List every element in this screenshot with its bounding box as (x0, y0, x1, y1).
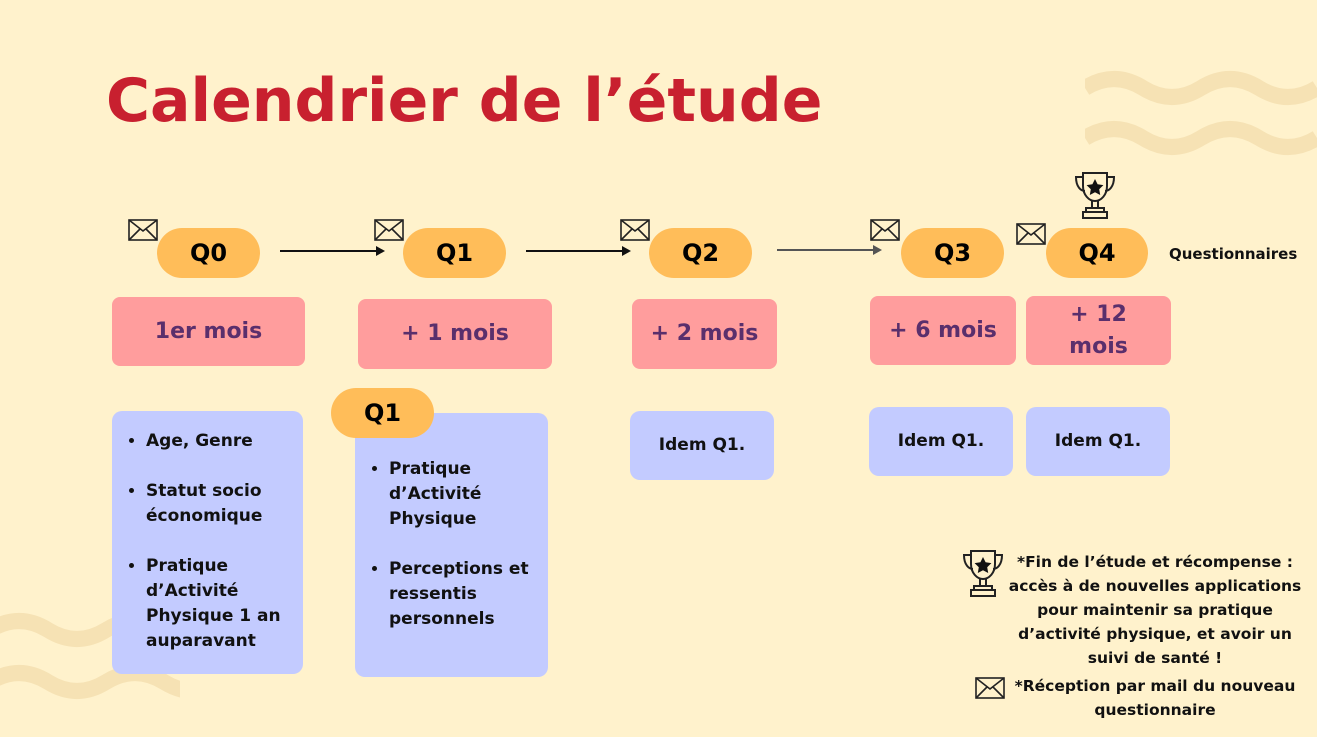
arrow-right-icon (280, 246, 385, 256)
period-q3: + 6 mois (870, 296, 1016, 365)
envelope-icon (975, 677, 1005, 699)
period-q1: + 1 mois (358, 299, 552, 369)
legend-reward: *Fin de l’étude et récompense : accès à … (1000, 550, 1310, 670)
questionnaires-label: Questionnaires (1169, 245, 1298, 263)
q1-details: Pratique d’Activité Physique Perceptions… (355, 413, 548, 677)
arrow-right-icon (526, 246, 631, 256)
legend-reward-line: pour maintenir sa pratique (1037, 601, 1273, 619)
legend-mail: *Réception par mail du nouveau questionn… (1005, 674, 1305, 722)
legend-reward-line: *Fin de l’étude et récompense : (1016, 553, 1294, 571)
trophy-icon (1074, 172, 1116, 219)
period-q4-line2: mois (1069, 333, 1128, 359)
trophy-icon (962, 550, 1004, 597)
detail-item: Age, Genre (146, 429, 303, 454)
q2-details: Idem Q1. (630, 411, 774, 480)
q3-details: Idem Q1. (869, 407, 1013, 476)
legend-mail-line: *Réception par mail du nouveau (1014, 677, 1296, 695)
envelope-icon (870, 219, 900, 241)
period-q4-line1: + 12 (1070, 301, 1127, 327)
step-q1-pill: Q1 (403, 228, 506, 278)
period-q4: + 12 mois (1026, 296, 1171, 365)
step-q3-pill: Q3 (901, 228, 1004, 278)
step-q0-pill: Q0 (157, 228, 260, 278)
envelope-icon (128, 219, 158, 241)
legend-mail-line: questionnaire (1094, 701, 1216, 719)
period-q0: 1er mois (112, 297, 305, 366)
detail-item: Perceptions et ressentis personnels (389, 557, 548, 632)
envelope-icon (620, 219, 650, 241)
wave-decoration-top-right (1085, 71, 1317, 155)
legend-reward-line: d’activité physique, et avoir un (1018, 625, 1292, 643)
detail-item: Statut socio économique (146, 479, 303, 529)
envelope-icon (374, 219, 404, 241)
q1-details-tag: Q1 (331, 388, 434, 438)
legend-reward-line: suivi de santé ! (1087, 649, 1223, 667)
step-q2-pill: Q2 (649, 228, 752, 278)
period-q2: + 2 mois (632, 299, 777, 369)
q0-details: Age, Genre Statut socio économique Prati… (112, 411, 303, 674)
envelope-icon (1016, 223, 1046, 245)
detail-item: Pratique d’Activité Physique (389, 457, 548, 532)
arrow-right-icon (777, 245, 882, 255)
q4-details: Idem Q1. (1026, 407, 1170, 476)
wave-decoration-bottom-left (0, 613, 180, 699)
step-q4-pill: Q4 (1046, 228, 1148, 278)
legend-reward-line: accès à de nouvelles applications (1008, 577, 1302, 595)
page-title: Calendrier de l’étude (106, 66, 823, 136)
detail-item: Pratique d’Activité Physique 1 an aupara… (146, 554, 303, 654)
